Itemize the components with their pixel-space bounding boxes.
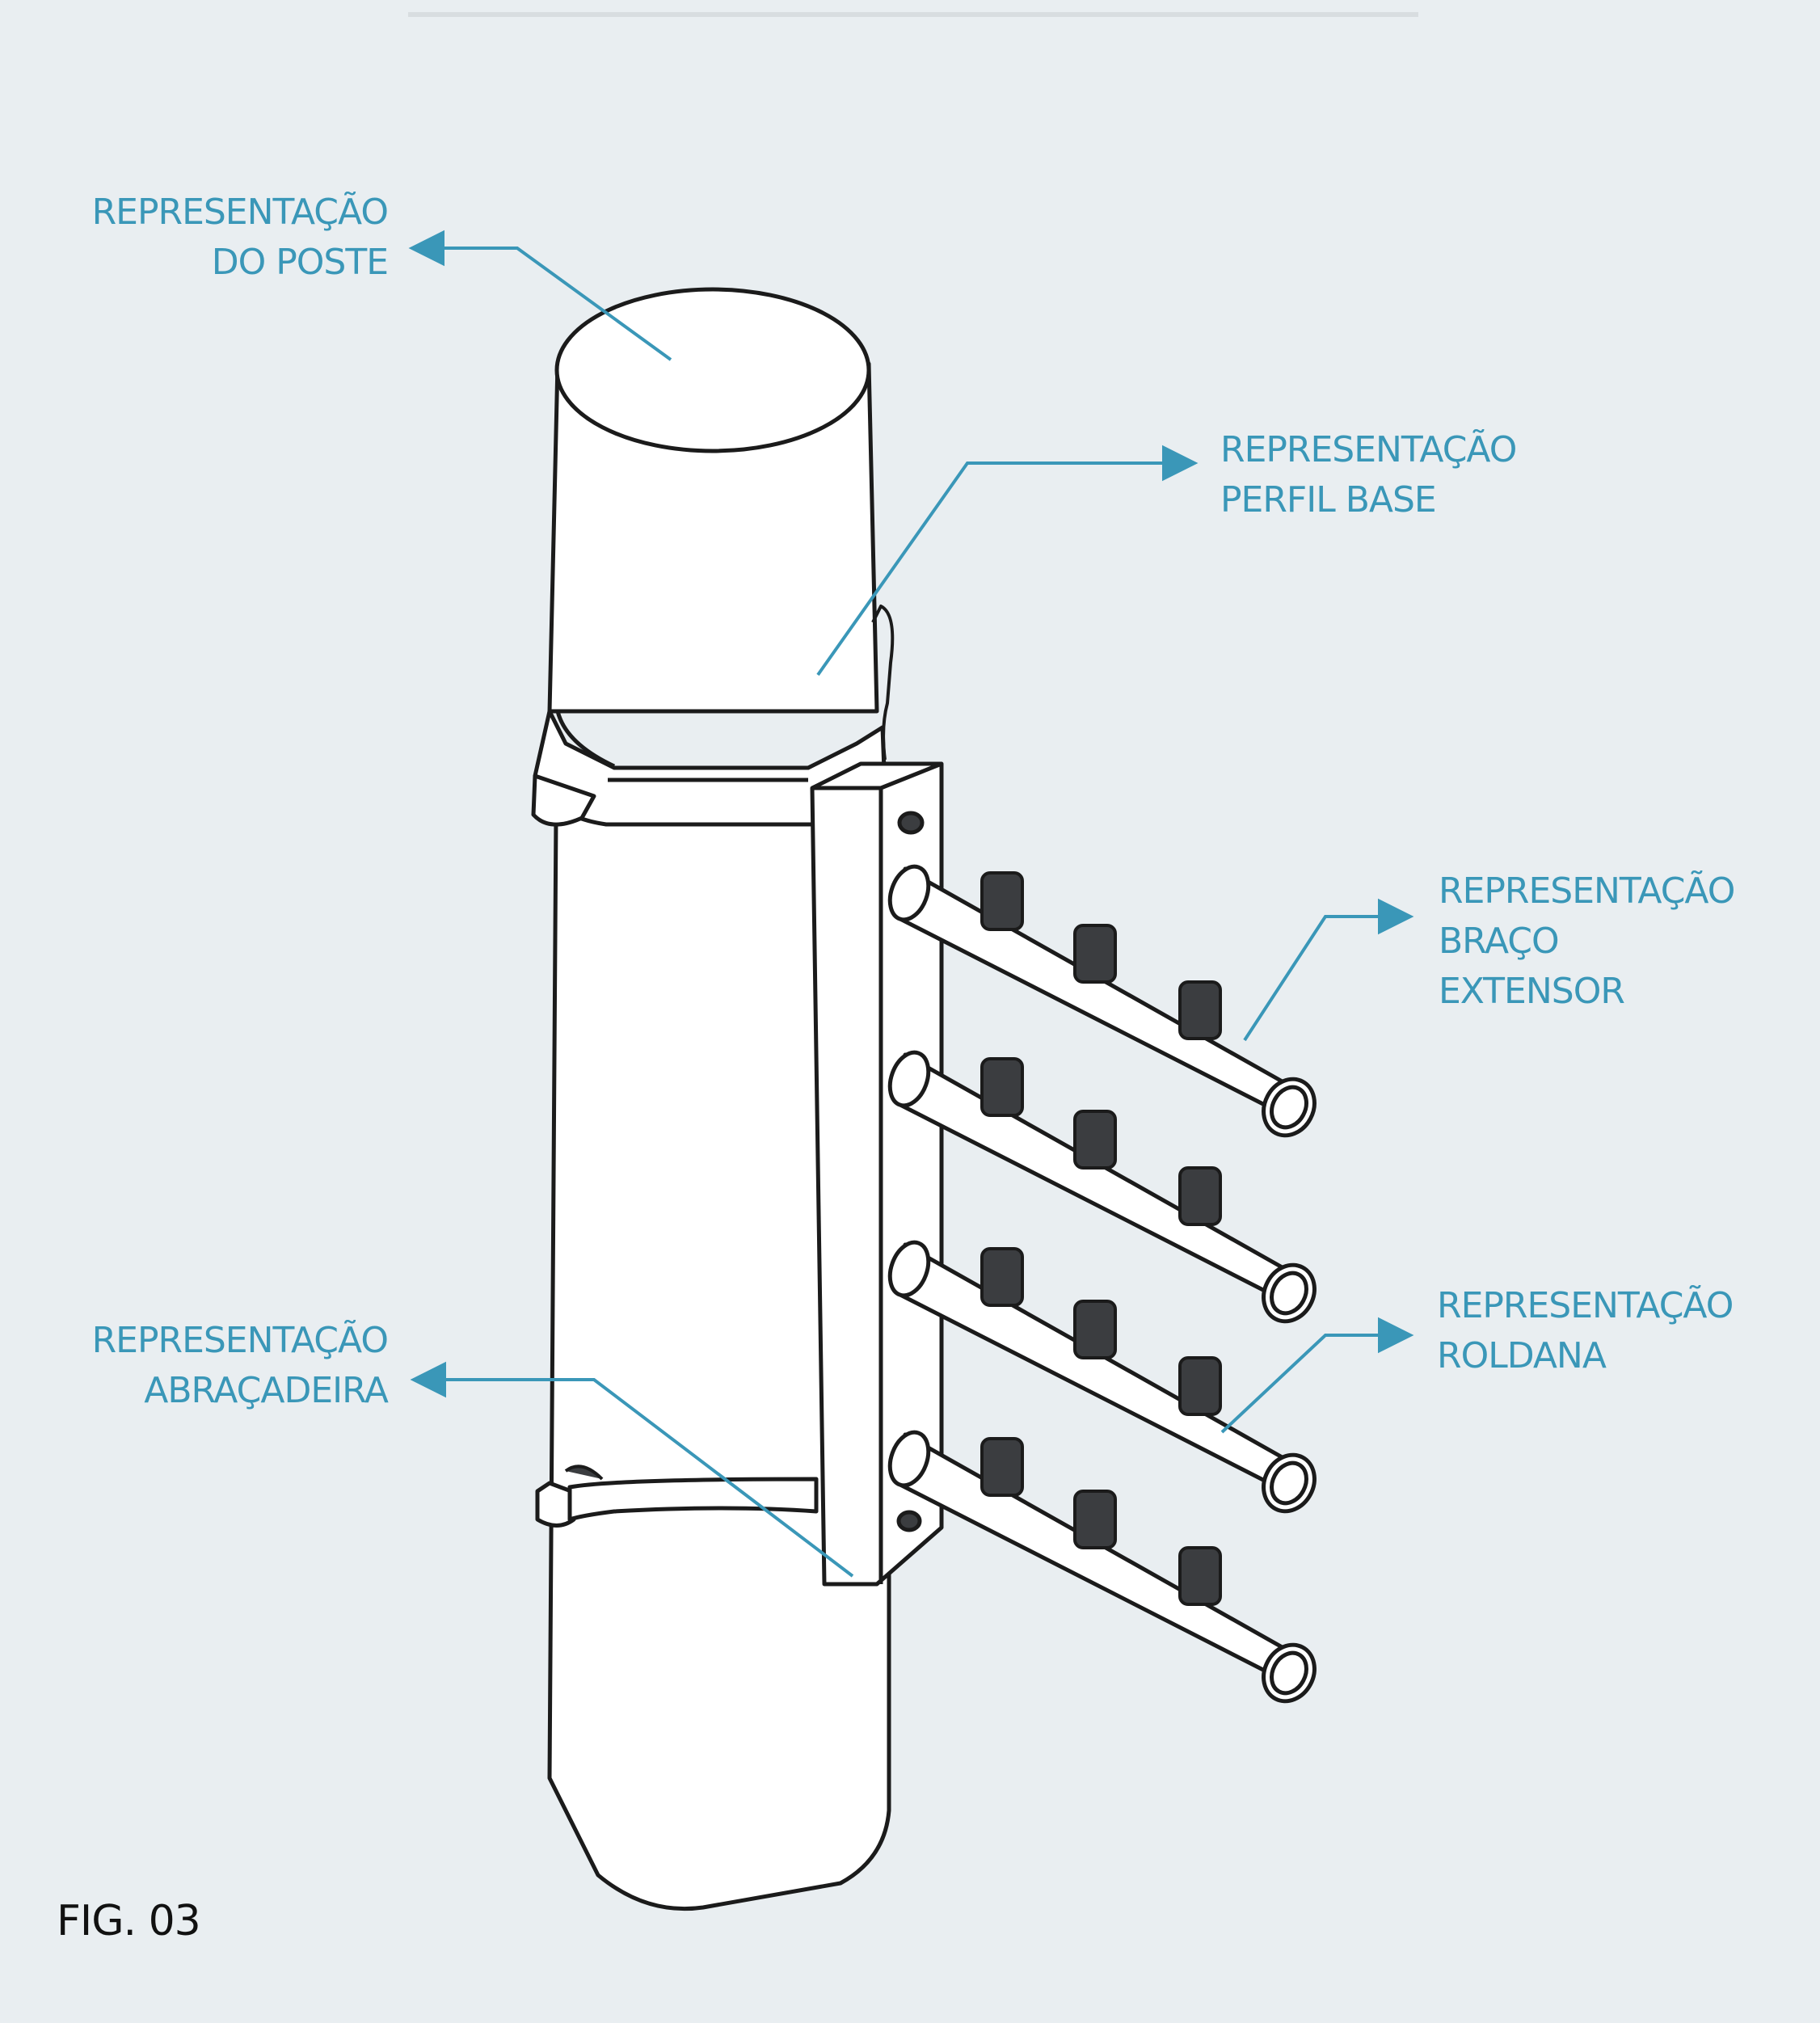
pulley-row-3 bbox=[980, 1247, 1222, 1416]
arrow-braco bbox=[1378, 898, 1414, 935]
label-abrac-line1: REPRESENTAÇÃO bbox=[91, 1320, 389, 1361]
pulley-row-4 bbox=[980, 1437, 1222, 1606]
label-braco-line1: REPRESENTAÇÃO bbox=[1439, 870, 1735, 912]
leader-perfil bbox=[816, 461, 1168, 676]
base-profile bbox=[810, 605, 944, 1587]
label-roldana-line1: REPRESENTAÇÃO bbox=[1437, 1285, 1734, 1326]
pole bbox=[547, 287, 891, 1911]
label-perfil-base: REPRESENTAÇÃO PERFIL BASE bbox=[1220, 425, 1517, 525]
label-perfil-line2: PERFIL BASE bbox=[1220, 479, 1437, 521]
arm-2 bbox=[887, 1050, 1317, 1324]
lower-clamp bbox=[535, 1465, 819, 1528]
label-abracadeira: REPRESENTAÇÃO ABRAÇADEIRA bbox=[91, 1316, 389, 1416]
callouts bbox=[408, 230, 1414, 1578]
pole-top-cap bbox=[554, 287, 871, 453]
label-poste-line2: DO POSTE bbox=[211, 242, 389, 283]
leader-abrac bbox=[444, 1378, 854, 1578]
label-abrac-line2: ABRAÇADEIRA bbox=[144, 1370, 389, 1411]
extension-arms bbox=[887, 864, 1317, 1704]
label-poste: REPRESENTAÇÃO DO POSTE bbox=[91, 188, 389, 288]
label-poste-line1: REPRESENTAÇÃO bbox=[91, 192, 389, 233]
label-perfil-line1: REPRESENTAÇÃO bbox=[1220, 429, 1517, 470]
label-braco-extensor: REPRESENTAÇÃO BRAÇO EXTENSOR bbox=[1439, 866, 1735, 1017]
arrow-poste bbox=[408, 230, 444, 267]
arrow-perfil bbox=[1162, 445, 1199, 482]
label-roldana-line2: ROLDANA bbox=[1437, 1335, 1607, 1376]
pole-body bbox=[547, 814, 891, 1911]
arm-1 bbox=[887, 864, 1317, 1138]
leader-braco bbox=[1243, 915, 1384, 1042]
pulleys bbox=[980, 871, 1222, 1606]
figure-number: FIG. 03 bbox=[57, 1897, 201, 1945]
leader-roldana bbox=[1220, 1334, 1384, 1434]
label-roldana: REPRESENTAÇÃO ROLDANA bbox=[1437, 1281, 1734, 1381]
label-braco-line2: BRAÇO bbox=[1439, 921, 1560, 962]
arm-3 bbox=[887, 1240, 1317, 1514]
label-braco-line3: EXTENSOR bbox=[1439, 971, 1625, 1012]
pulley-row-2 bbox=[980, 1057, 1222, 1226]
arrow-roldana bbox=[1378, 1317, 1414, 1354]
leader-poste bbox=[440, 247, 672, 361]
arm-4 bbox=[887, 1430, 1317, 1704]
pulley-row-1 bbox=[980, 871, 1222, 1040]
arrow-abrac bbox=[410, 1361, 446, 1398]
